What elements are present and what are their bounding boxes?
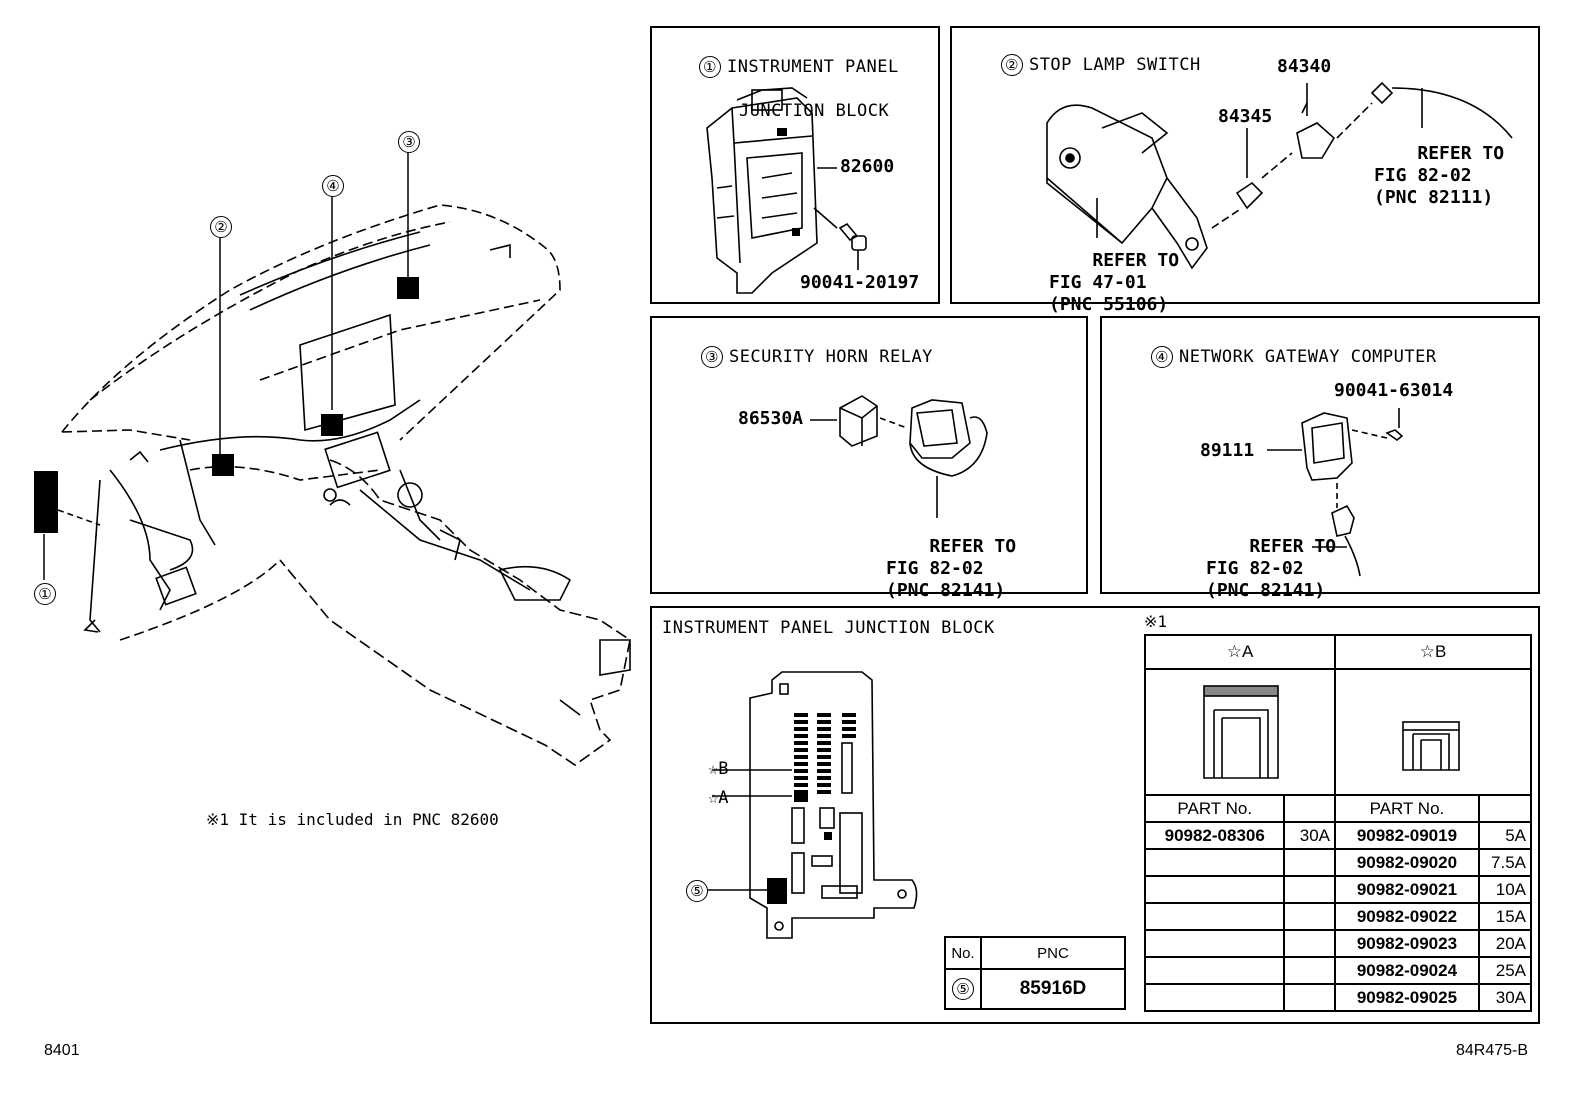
part-89111: 89111 [1200,440,1255,461]
fuse-b-partno-header: PART No. [1334,794,1480,823]
fuse-b-amp: 10A [1477,875,1533,904]
fuse-a-image [1144,668,1336,796]
part-82600: 82600 [840,156,895,177]
fuse-b-amp: 7.5A [1477,848,1533,877]
part-90041-20197: 90041-20197 [800,272,920,293]
pnc-row-value: 85916D [980,968,1126,1010]
fuse-b-part: 90982-09019 [1334,821,1480,850]
fuse-b-part: 90982-09022 [1334,902,1480,931]
fuse-type-b-label: ☆B [708,759,729,779]
fuse-a-part [1143,902,1286,931]
overview-callout-4: ④ [322,175,350,197]
fuse-table: ☆A ☆B [1143,634,1533,1012]
panel5-title: INSTRUMENT PANEL JUNCTION BLOCK [662,618,995,638]
junction-block-fuse-layout [707,671,918,939]
part-90041-63014: 90041-63014 [1334,380,1454,401]
fuse-a-icon [1203,685,1279,779]
fuse-a-amp [1283,983,1336,1012]
fuse-a-amp [1283,902,1336,931]
footer-right-code: 84R475-B [1456,1042,1529,1059]
fuse-type-a-label: ☆A [708,788,729,808]
fuse-col-b-header: ☆B [1334,634,1532,670]
fuse-b-part: 90982-09023 [1334,929,1480,958]
fuse-a-part [1143,956,1286,985]
overview-callout-1: ① [34,583,62,605]
fuse-a-amp-header [1283,794,1336,823]
fuse-table-note: ※1 [1144,612,1168,631]
fuse-b-amp: 30A [1477,983,1533,1012]
dashboard-drawing [34,152,631,766]
pnc-row-no: ⑤ [944,968,982,1010]
pnc-header-pnc: PNC [980,936,1126,970]
fuse-a-part [1143,848,1286,877]
overview-callout-2: ② [210,216,238,238]
fuse-b-icon [1402,721,1460,771]
fuse-b-part: 90982-09025 [1334,983,1480,1012]
fuse-a-amp [1283,875,1336,904]
part-84340: 84340 [1277,56,1332,77]
footer-left-code: 8401 [44,1042,80,1059]
pnc-table: No. PNC ⑤ 85916D [944,936,1126,1010]
fuse-a-part [1143,983,1286,1012]
fuse-b-amp-header [1477,794,1533,823]
stop-lamp-switch-drawing [1046,81,1513,270]
fuse-a-amp: 30A [1283,821,1336,850]
fuse-a-amp [1283,848,1336,877]
fuse-a-amp [1283,929,1336,958]
pnc-header-no: No. [944,936,982,970]
fuse-b-part: 90982-09020 [1334,848,1480,877]
overview-callout-3: ③ [398,131,426,153]
position-5-label: ⑤ [686,880,714,902]
part-84345: 84345 [1218,106,1273,127]
fuse-b-amp: 15A [1477,902,1533,931]
fuse-b-amp: 5A [1477,821,1533,850]
fuse-b-part: 90982-09021 [1334,875,1480,904]
fuse-a-amp [1283,956,1336,985]
fuse-a-part: 90982-08306 [1143,821,1286,850]
junction-block-drawing [706,87,867,294]
part-86530A: 86530A [738,408,804,429]
fuse-b-amp: 20A [1477,929,1533,958]
overview-note: ※1 It is included in PNC 82600 [206,810,499,829]
fuse-b-image [1334,668,1532,796]
fuse-b-part: 90982-09024 [1334,956,1480,985]
horn-relay-drawing [810,395,988,518]
panel-junction-block-fuses: INSTRUMENT PANEL JUNCTION BLOCK [650,606,1540,1024]
fuse-a-part [1143,875,1286,904]
fuse-a-part [1143,929,1286,958]
fuse-col-a-header: ☆A [1144,634,1336,670]
fuse-b-amp: 25A [1477,956,1533,985]
fuse-a-partno-header: PART No. [1143,794,1286,823]
gateway-computer-drawing [1267,408,1404,577]
